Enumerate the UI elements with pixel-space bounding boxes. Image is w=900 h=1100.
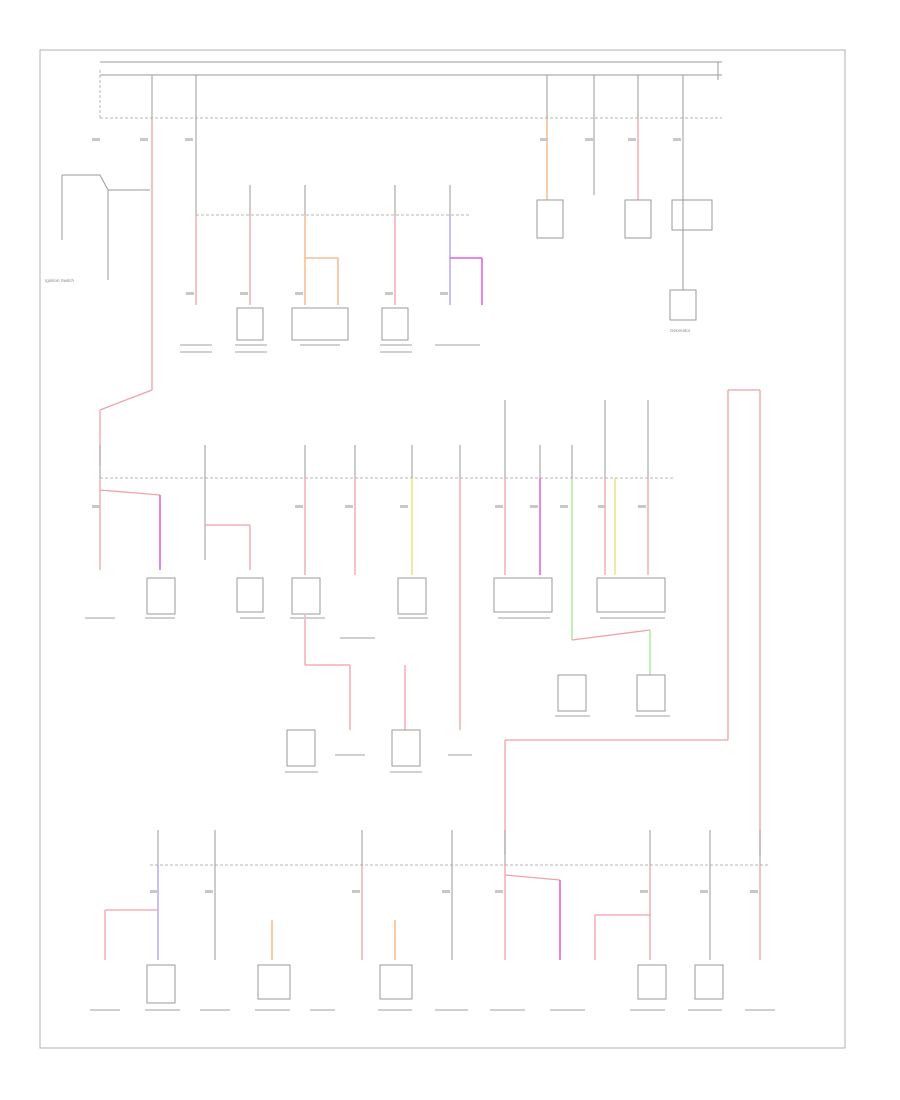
middle-bus [99, 400, 675, 560]
top-section [61, 61, 722, 290]
upper-sub-bus-colored-wires [195, 215, 483, 305]
wire-annotation-ticks [92, 138, 758, 893]
bottom-components [146, 964, 724, 1004]
upper-components [236, 199, 713, 341]
bottom-colored-wires [104, 865, 761, 960]
middle-components [146, 577, 666, 767]
middle-colored-wires [99, 389, 761, 855]
bottom-bus [150, 830, 770, 960]
upper-sub-bus [195, 185, 470, 216]
ignition-switch-caption: Ignition Switch [45, 278, 75, 283]
top-section-colored-wires [99, 118, 639, 465]
caption-placeholders [85, 344, 775, 1011]
generator-caption: Generator [670, 328, 691, 333]
diagram-frame [39, 49, 846, 1049]
